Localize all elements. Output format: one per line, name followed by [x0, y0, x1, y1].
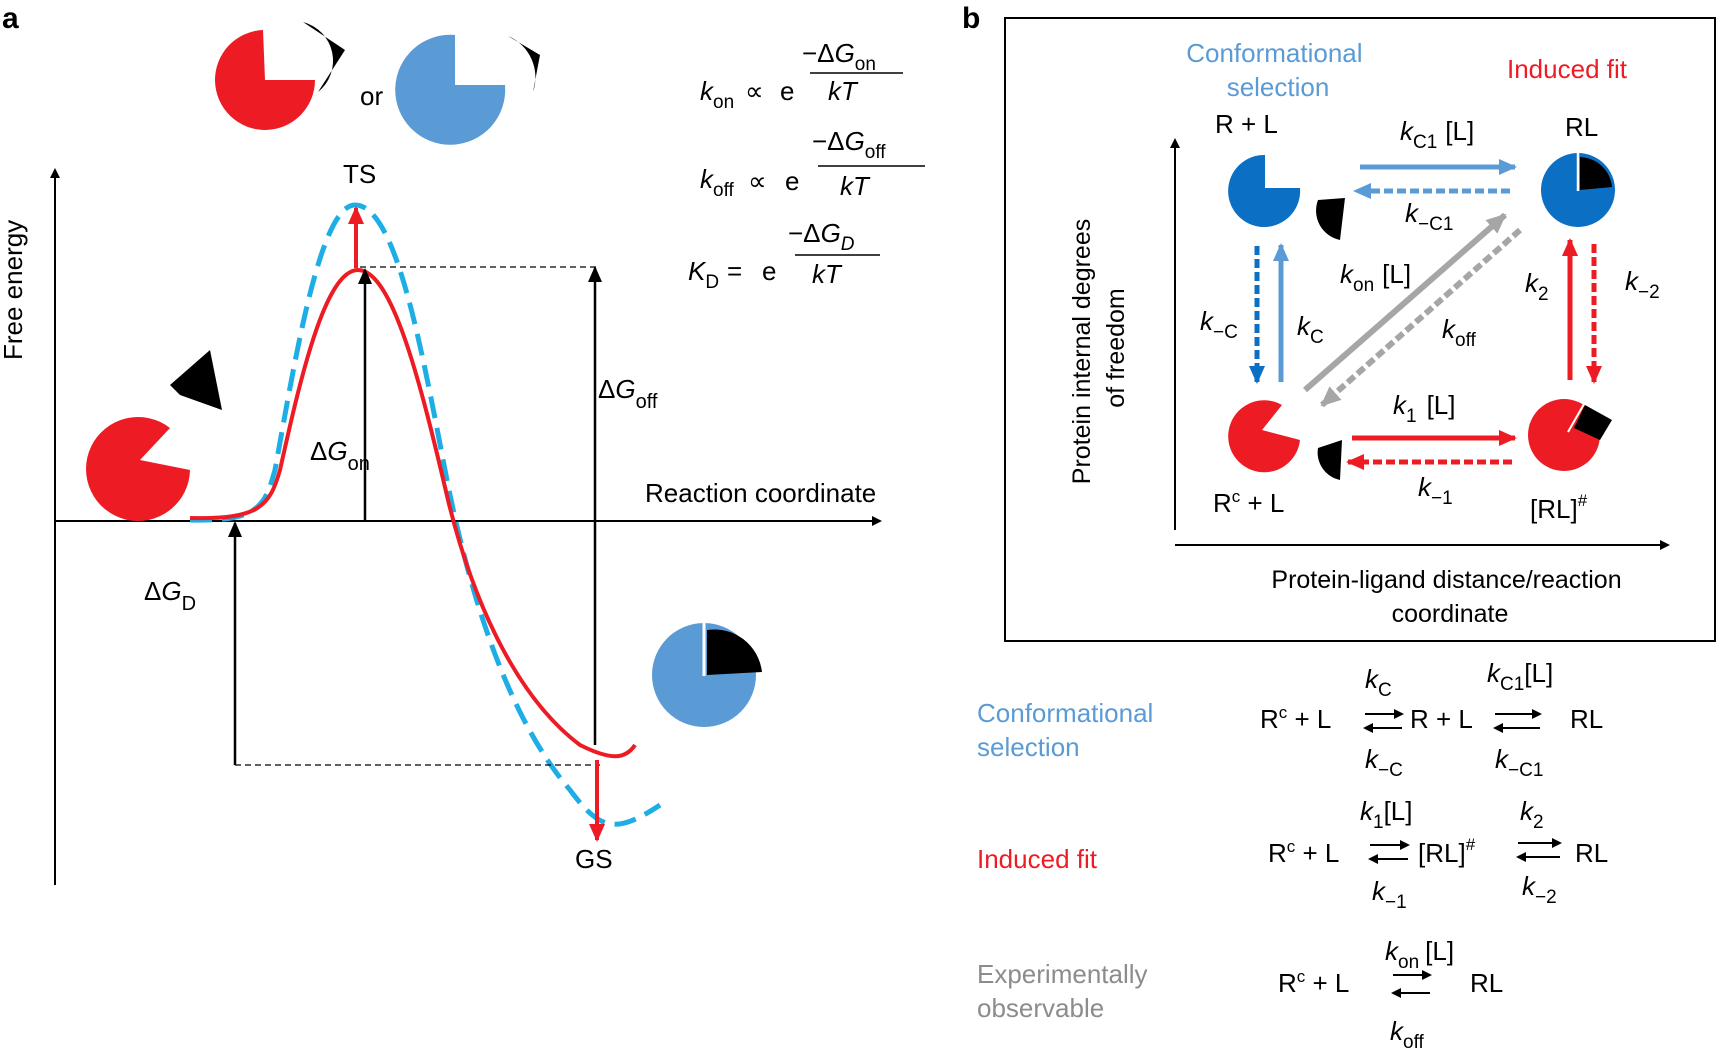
- internal-dof-axis-label: Protein internal degrees of freedom: [1068, 212, 1130, 484]
- rate-k-minus-1-label: k−1: [1418, 472, 1453, 509]
- panel-b-label: b: [962, 2, 980, 35]
- dark-blue-receptor-open-icon: [1228, 154, 1345, 240]
- dark-blue-receptor-bound-icon: [1541, 153, 1615, 227]
- reaction-coordinate-label: Reaction coordinate: [645, 478, 876, 508]
- induced-fit-header: Induced fit: [1507, 54, 1628, 84]
- svg-text:e: e: [780, 76, 794, 106]
- svg-text:kT: kT: [828, 76, 859, 106]
- red-receptor-closed-icon: [1228, 400, 1342, 480]
- red-receptor-encounter-icon: [1528, 399, 1612, 471]
- arrow-kon-diagonal: [1303, 212, 1507, 393]
- state-rl: RL: [1565, 112, 1598, 142]
- scheme-if-k-minus-2: k−2: [1522, 871, 1557, 908]
- rate-k1-label: k1[L]: [1393, 390, 1456, 427]
- svg-text:KD: KD: [688, 256, 719, 293]
- blue-receptor-bound-icon: [652, 623, 762, 727]
- koff-equation: koff ∝ e −ΔGoff kT: [700, 126, 925, 201]
- svg-text:=: =: [727, 256, 742, 286]
- svg-text:e: e: [762, 256, 776, 286]
- svg-text:kT: kT: [812, 259, 843, 289]
- svg-text:−ΔGon: −ΔGon: [802, 38, 876, 75]
- conformational-energy-curve: [189, 202, 662, 827]
- scheme-exp-product: RL: [1470, 968, 1503, 998]
- scheme-cs-kc-minus: k−C: [1365, 744, 1403, 781]
- panel-b: b Protein internal degrees of freedom Pr…: [962, 2, 1716, 642]
- scheme-if-k1: k1[L]: [1360, 796, 1413, 833]
- conformational-selection-header: Conformational selection: [1186, 38, 1370, 102]
- svg-text:e: e: [785, 166, 799, 196]
- red-receptor-with-ligand-icon: [215, 22, 345, 130]
- scheme-exp-kon: kon[L]: [1385, 936, 1454, 973]
- scheme-cs-kc1: kC1[L]: [1487, 658, 1553, 695]
- rate-kc1-label: kC1[L]: [1400, 116, 1474, 153]
- svg-text:koff: koff: [700, 164, 735, 201]
- panel-b-frame: [1004, 17, 1716, 642]
- rate-k2-label: k2: [1525, 268, 1549, 305]
- scheme-cs-reactant: Rc + L: [1260, 703, 1331, 734]
- scheme-cs-kc1-minus: k−C1: [1495, 744, 1543, 781]
- scheme-cs-equilibrium-arrow-2: [1493, 709, 1542, 733]
- scheme-if-k2: k2: [1520, 796, 1544, 833]
- induced-fit-energy-curve: [189, 267, 637, 759]
- arrow-koff-diagonal: [1320, 227, 1522, 408]
- scheme-cs-intermediate: R + L: [1410, 704, 1473, 734]
- state-r-plus-l: R + L: [1215, 109, 1278, 139]
- scheme-if-k-minus-1: k−1: [1372, 876, 1407, 913]
- svg-text:−ΔGD: −ΔGD: [788, 218, 855, 255]
- svg-text:∝: ∝: [748, 166, 767, 196]
- gs-label: GS: [575, 844, 613, 874]
- distance-axis-label: Protein-ligand distance/reaction coordin…: [1271, 566, 1628, 628]
- scheme-induced-fit-title: Induced fit: [977, 844, 1098, 874]
- scheme-exp-equilibrium-arrow: [1391, 970, 1432, 998]
- panel-a: a or Free energy Reaction coordinate: [0, 2, 925, 885]
- scheme-cs-product: RL: [1570, 704, 1603, 734]
- scheme-conformational-title: Conformational selection: [977, 698, 1161, 762]
- scheme-if-reactant: Rc + L: [1268, 837, 1339, 868]
- kd-equation: KD = e −ΔGD kT: [688, 218, 880, 293]
- scheme-if-equilibrium-arrow-1: [1368, 840, 1410, 864]
- svg-text:kon: kon: [700, 76, 734, 113]
- rate-kc-label: kC: [1297, 311, 1324, 348]
- panel-a-label: a: [2, 2, 19, 35]
- scheme-if-equilibrium-arrow-2: [1516, 838, 1562, 862]
- free-energy-axis-label: Free energy: [0, 220, 28, 360]
- delta-g-off-label: ΔGoff: [598, 374, 658, 413]
- state-rl-hash: [RL]#: [1530, 491, 1588, 524]
- delta-g-on-label: ΔGon: [310, 436, 370, 475]
- svg-text:−ΔGoff: −ΔGoff: [812, 126, 886, 163]
- state-rc-plus-l: Rc + L: [1213, 487, 1284, 518]
- svg-text:∝: ∝: [745, 76, 764, 106]
- reaction-schemes: Conformational selection Rc + L kC k−C R…: [977, 658, 1608, 1053]
- scheme-experimental-title: Experimentally observable: [977, 959, 1155, 1023]
- ts-label: TS: [343, 159, 376, 189]
- scheme-cs-kc: kC: [1365, 664, 1392, 701]
- scheme-if-intermediate: [RL]#: [1418, 835, 1476, 868]
- scheme-exp-koff: koff: [1390, 1016, 1425, 1053]
- scheme-exp-reactant: Rc + L: [1278, 967, 1349, 998]
- kon-equation: kon ∝ e −ΔGon kT: [700, 38, 903, 113]
- rate-kon-label: kon[L]: [1340, 259, 1411, 296]
- scheme-if-product: RL: [1575, 838, 1608, 868]
- red-receptor-unbound-icon: [86, 350, 222, 521]
- delta-g-d-label: ΔGD: [144, 576, 196, 615]
- blue-receptor-open-icon: [395, 34, 540, 145]
- rate-kc1-minus-label: k−C1: [1405, 198, 1453, 235]
- svg-text:kT: kT: [840, 171, 871, 201]
- or-text: or: [360, 81, 383, 111]
- scheme-cs-equilibrium-arrow-1: [1363, 709, 1404, 733]
- rate-koff-label: koff: [1442, 314, 1477, 351]
- rate-k-minus-2-label: k−2: [1625, 266, 1660, 303]
- rate-kc-minus-label: k−C: [1200, 306, 1238, 343]
